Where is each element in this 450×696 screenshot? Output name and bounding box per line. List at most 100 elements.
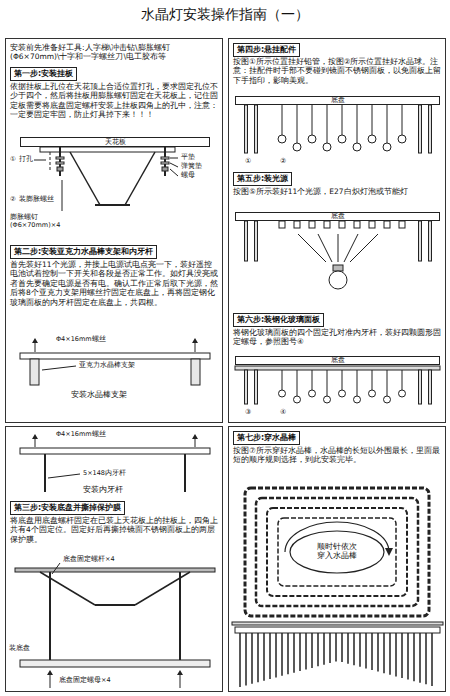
pendant-chain	[312, 370, 313, 390]
arrow-head	[177, 670, 183, 675]
crystal-rod	[245, 633, 247, 685]
crystal-rod	[281, 633, 283, 676]
step-text: 首先装好11个光源，并接上电源试电点亮一下，装好遥控电池试着控制一下开关和各段是…	[10, 260, 218, 307]
crystal-ball	[324, 396, 331, 403]
step-heading: 第四步:悬挂配件	[233, 43, 300, 57]
light-ray	[298, 234, 326, 262]
arrow-head	[32, 434, 38, 439]
callout-number: ①	[9, 156, 17, 164]
crystal-rod	[317, 633, 319, 666]
lamp-socket	[354, 221, 360, 228]
pendant-chain	[387, 370, 388, 396]
crystal-rod	[377, 633, 379, 672]
page-title: 水晶灯安装操作指南（一）	[0, 5, 450, 23]
part-label: 膨胀螺钉(Φ6×70mm)×4	[9, 214, 83, 230]
spring-washer	[56, 162, 64, 164]
arrow-head	[47, 670, 53, 675]
crystal-rod	[311, 633, 313, 668]
chassis-plate	[20, 448, 210, 454]
instruction-oval: 顺时针依次穿入水晶棒	[289, 530, 385, 574]
acrylic-holder	[30, 359, 39, 385]
leader-line	[34, 160, 46, 161]
leader-line	[170, 163, 178, 167]
crystal-rod	[263, 633, 265, 681]
crystal-ball	[399, 390, 406, 397]
lead-tube	[245, 105, 248, 153]
lead-tube	[255, 370, 258, 404]
lamp-socket	[309, 221, 315, 228]
bulb-base	[333, 265, 343, 271]
glass-panel	[235, 366, 440, 370]
crystal-rod	[239, 633, 241, 687]
crystal-rod	[305, 633, 307, 669]
bracket-arm	[95, 204, 130, 206]
threaded-rod	[184, 454, 186, 492]
oval-shape	[290, 531, 384, 573]
part-label: 天花板	[105, 139, 126, 146]
crystal-rod	[257, 633, 259, 682]
crystal-ball	[383, 143, 391, 151]
part-label: Φ4×16mm螺丝	[55, 431, 107, 439]
part-label: 底盘固定螺杆×4	[62, 556, 116, 564]
arrow-head	[192, 434, 198, 439]
bracket-arm	[40, 572, 95, 605]
crystal-rod	[341, 633, 343, 662]
lamp-socket	[399, 221, 405, 228]
pendant-chain	[282, 105, 283, 135]
part-label: 5×148内牙杆	[82, 470, 127, 478]
crystal-rod	[335, 633, 337, 662]
instruction-note: 顺时针依次穿入水晶棒	[317, 543, 357, 560]
nut	[162, 167, 168, 171]
step-heading: 第六步:装钢化玻璃面板	[233, 313, 324, 327]
lead-tube	[429, 370, 432, 404]
part-label: 安装水晶棒支架	[70, 390, 128, 400]
crystal-rod	[299, 633, 301, 671]
arrow-shaft	[35, 438, 36, 447]
threaded-rod	[44, 454, 46, 492]
part-label: 装底盘	[8, 645, 31, 653]
step-panel: 第七步:穿水晶棒按图⑦所示穿好水晶棒，水晶棒的长短以外围最长，里面最短的顺序规则…	[228, 426, 446, 692]
crystal-ball	[369, 390, 376, 397]
glass-panel	[232, 622, 443, 625]
crystal-rod	[353, 633, 355, 665]
ceiling-bar: 天花板	[20, 137, 210, 147]
step-text: 按图⑦所示穿好水晶棒，水晶棒的长短以外围最长，里面最短的顺序规则选择，到此安装完…	[233, 446, 441, 465]
pendant-chain	[357, 105, 358, 143]
pendant-chain	[402, 105, 403, 135]
lead-tube	[419, 370, 422, 404]
crystal-rod	[425, 633, 427, 684]
arrow-head	[32, 338, 38, 343]
step-text: 按图⑤所示装好11个光源，E27白炽灯泡或节能灯	[233, 187, 441, 196]
crystal-rod	[323, 633, 325, 665]
crystal-rod	[293, 633, 295, 673]
crystal-ball	[368, 135, 376, 143]
light-ray	[350, 234, 378, 262]
pendant-chain	[327, 370, 328, 396]
crystal-rod	[347, 633, 349, 664]
chassis-bar: 底盘	[235, 356, 440, 365]
crystal-ball	[308, 135, 316, 143]
step-text: 安装前先准备好工具:人字梯\冲击钻\膨胀螺钉(Φ6×70mm)\十字和一字螺丝刀…	[10, 43, 218, 62]
crystal-rod	[383, 633, 385, 673]
crystal-ball	[354, 396, 361, 403]
step-text: 依据挂板上孔位在天花顶上合适位置打孔，要求固定孔位不少于四个，然后将挂板用膨胀螺…	[10, 82, 218, 120]
pendant-chain	[342, 105, 343, 135]
crystal-ball	[309, 390, 316, 397]
crystal-rod	[251, 633, 253, 684]
step-heading: 第五步:装光源	[233, 172, 292, 186]
chassis-plate	[20, 353, 210, 359]
arrow-shaft	[195, 438, 196, 447]
light-ray	[344, 234, 358, 262]
lead-tube	[429, 105, 432, 153]
crystal-rod	[389, 633, 391, 675]
arrow-shaft	[50, 674, 51, 688]
part-label: 底盘	[331, 213, 345, 220]
lead-tube	[419, 105, 422, 153]
pendant-chain	[342, 370, 343, 390]
crystal-ball	[339, 390, 346, 397]
crystal-ball	[398, 135, 406, 143]
pendant-chain	[312, 105, 313, 135]
crystal-rod	[431, 633, 433, 686]
crystal-ball	[294, 396, 301, 403]
pendant-chain	[357, 370, 358, 396]
